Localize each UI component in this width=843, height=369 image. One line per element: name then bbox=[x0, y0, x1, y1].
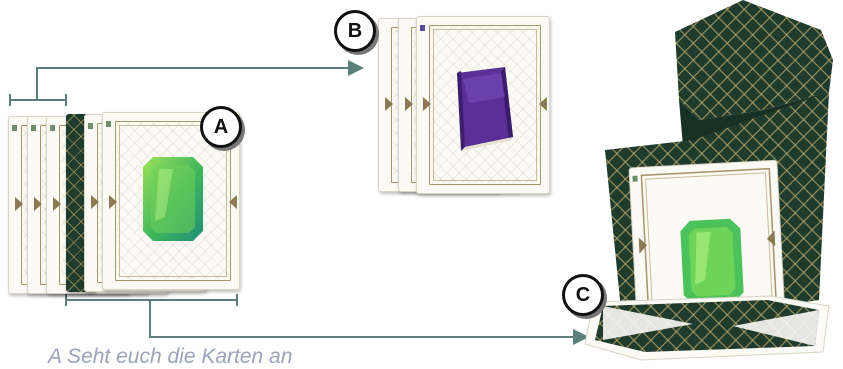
label-c-badge: C bbox=[562, 274, 604, 316]
label-b-badge: B bbox=[334, 10, 376, 52]
arrow-to-b bbox=[36, 60, 364, 100]
green-gem-icon bbox=[680, 218, 744, 305]
purple-book-icon bbox=[457, 67, 513, 151]
card-box bbox=[584, 0, 833, 361]
card-front-book bbox=[416, 16, 550, 194]
arrow-to-c bbox=[149, 300, 589, 345]
label-a-badge: A bbox=[200, 106, 242, 148]
bracket-bottom bbox=[65, 294, 238, 306]
caption: A Seht euch die Karten an bbox=[48, 345, 293, 368]
green-gem-icon bbox=[143, 157, 203, 241]
